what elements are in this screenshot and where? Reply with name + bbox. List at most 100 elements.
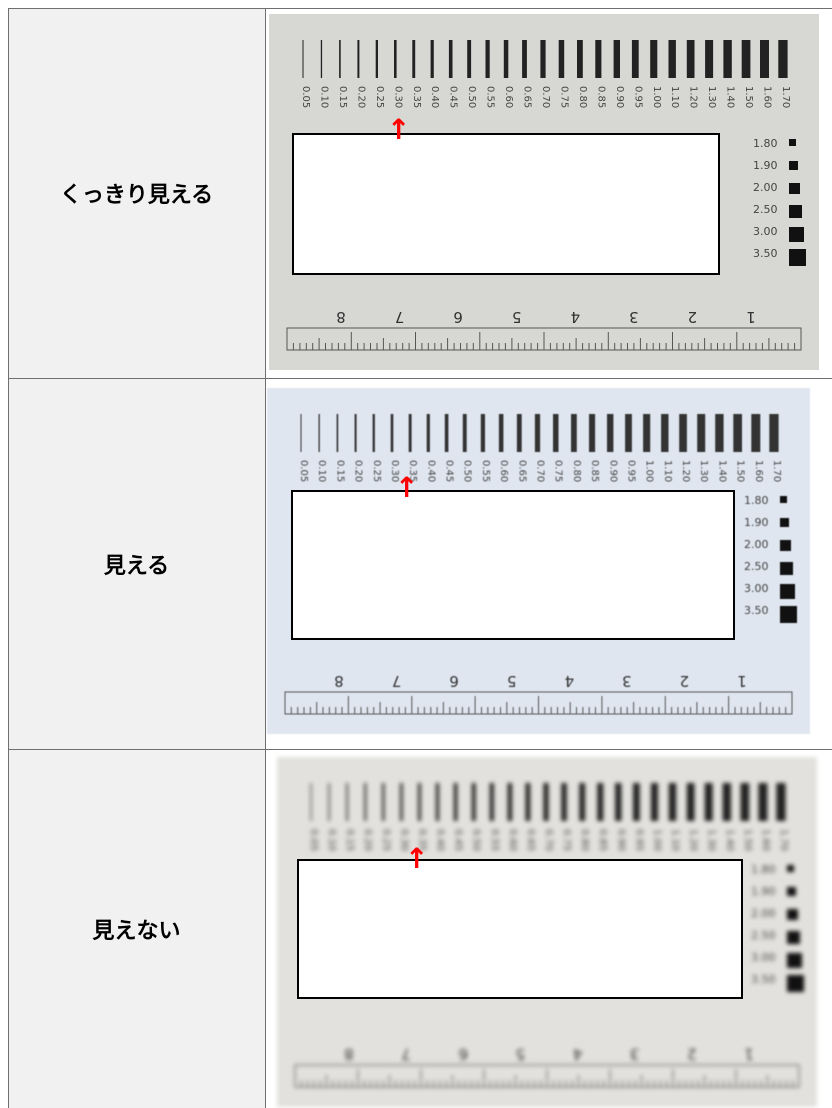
row-label-cell: くっきり見える xyxy=(8,8,265,378)
acuity-bar xyxy=(426,414,430,452)
side-acuity-label: 2.00 xyxy=(751,907,776,920)
acuity-label: 1.50 xyxy=(743,86,754,108)
ruler-label: 5 xyxy=(512,308,522,326)
acuity-bar xyxy=(444,414,449,452)
acuity-bar xyxy=(516,414,522,452)
side-acuity-label: 1.90 xyxy=(753,159,778,172)
acuity-label: 1.70 xyxy=(780,86,791,108)
acuity-bar xyxy=(448,40,453,78)
side-acuity-label: 3.00 xyxy=(751,951,776,964)
acuity-bar xyxy=(534,414,541,452)
acuity-label: 1.10 xyxy=(669,86,680,108)
blank-text-box xyxy=(292,133,720,275)
acuity-bar xyxy=(498,414,504,452)
acuity-label: 1.40 xyxy=(716,460,727,482)
acuity-label: 0.15 xyxy=(337,86,348,108)
blank-text-box xyxy=(297,859,743,999)
acuity-label: 0.75 xyxy=(559,86,570,108)
ruler-label: 8 xyxy=(344,1045,354,1063)
ruler-label: 7 xyxy=(401,1045,411,1063)
acuity-bar xyxy=(577,40,583,78)
acuity-label: 0.30 xyxy=(392,86,403,108)
acuity-bar xyxy=(408,414,412,452)
side-acuity-square xyxy=(787,975,804,992)
acuity-label: 0.65 xyxy=(522,86,533,108)
acuity-bar xyxy=(553,414,559,452)
side-acuity-label: 3.00 xyxy=(744,582,769,595)
acuity-label: 0.05 xyxy=(300,86,311,108)
ruler-label: 3 xyxy=(629,308,639,326)
acuity-label: 0.70 xyxy=(543,829,554,851)
side-acuity-square xyxy=(787,931,800,944)
acuity-bar xyxy=(715,414,724,452)
acuity-bar xyxy=(310,783,312,821)
acuity-bar xyxy=(607,414,614,452)
ruler-label: 1 xyxy=(744,1045,754,1063)
acuity-label: 0.90 xyxy=(615,829,626,851)
acuity-bar xyxy=(579,783,586,821)
acuity-bar xyxy=(354,414,357,452)
side-acuity-square xyxy=(780,496,787,503)
side-acuity-square xyxy=(789,205,802,218)
side-acuity-square xyxy=(780,606,797,623)
acuity-label: 1.00 xyxy=(644,460,655,482)
acuity-bar xyxy=(339,40,341,78)
acuity-bar xyxy=(430,40,434,78)
acuity-bar xyxy=(467,40,472,78)
side-acuity-label: 2.50 xyxy=(753,203,778,216)
acuity-label: 0.60 xyxy=(503,86,514,108)
acuity-bar xyxy=(318,414,320,452)
acuity-bar xyxy=(400,783,403,821)
acuity-bar xyxy=(302,40,304,78)
acuity-bar xyxy=(561,783,567,821)
acuity-label: 1.50 xyxy=(742,829,753,851)
acuity-label: 0.45 xyxy=(444,460,455,482)
side-acuity-label: 2.50 xyxy=(744,560,769,573)
acuity-bar xyxy=(661,414,669,452)
acuity-label: 0.55 xyxy=(489,829,500,851)
acuity-bar xyxy=(679,414,687,452)
acuity-bar xyxy=(394,40,397,78)
acuity-bar xyxy=(418,783,421,821)
acuity-label: 1.50 xyxy=(735,460,746,482)
acuity-bar xyxy=(328,783,330,821)
acuity-bar xyxy=(507,783,513,821)
acuity-label: 0.80 xyxy=(577,86,588,108)
acuity-label: 1.70 xyxy=(778,829,789,851)
acuity-label: 0.35 xyxy=(417,829,428,851)
table-border-row xyxy=(8,749,832,750)
acuity-bar xyxy=(722,783,731,821)
acuity-bar xyxy=(503,40,509,78)
side-acuity-square xyxy=(780,540,791,551)
side-acuity-label: 1.90 xyxy=(744,516,769,529)
acuity-bar xyxy=(595,40,602,78)
acuity-label: 0.05 xyxy=(308,829,319,851)
acuity-label: 0.85 xyxy=(597,829,608,851)
row-label: 見える xyxy=(103,553,170,579)
side-acuity-square xyxy=(789,139,796,146)
acuity-label: 0.20 xyxy=(353,460,364,482)
ruler-label: 5 xyxy=(507,672,517,690)
acuity-bar xyxy=(300,414,302,452)
acuity-bar xyxy=(643,414,651,452)
acuity-bar xyxy=(489,783,494,821)
acuity-label: 0.90 xyxy=(607,460,618,482)
ruler-label: 7 xyxy=(392,672,402,690)
row-label: くっきり見える xyxy=(59,183,214,208)
side-acuity-square xyxy=(789,183,800,194)
ruler-label: 4 xyxy=(573,1045,583,1063)
acuity-bar xyxy=(751,414,761,452)
table-border-left xyxy=(8,8,9,1108)
acuity-label: 1.30 xyxy=(706,829,717,851)
ruler-label: 1 xyxy=(746,308,756,326)
acuity-label: 1.70 xyxy=(771,460,782,482)
acuity-bar xyxy=(650,40,658,78)
acuity-label: 1.30 xyxy=(698,460,709,482)
acuity-label: 0.10 xyxy=(319,86,330,108)
acuity-bar xyxy=(615,783,622,821)
acuity-label: 0.50 xyxy=(471,829,482,851)
